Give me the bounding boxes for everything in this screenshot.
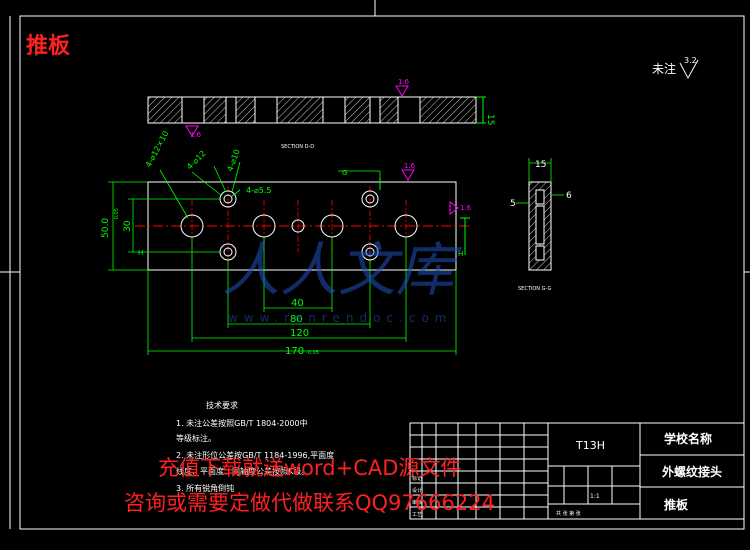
tb-sign-row: 标记 (412, 475, 422, 482)
drawing-border (0, 0, 750, 530)
roughness-top2-icon (185, 125, 199, 137)
tb-process-row: 工艺 (412, 512, 422, 518)
tb-part: 外螺纹接头 (662, 464, 722, 479)
surface-value-text: 3.2 (684, 56, 697, 65)
roughness-main-text: 1.6 (404, 162, 416, 170)
roughness-right-text: 1.6 (460, 204, 472, 212)
dim-len-80: 80 (290, 314, 303, 325)
dim-hole-d: 4-⌀5.5 (246, 186, 272, 195)
tb-check-row: 审核 (412, 499, 422, 506)
watermark: 人人文库 www.renrendoc.com (222, 236, 462, 325)
notes-line3: 2. 未注形位公差按GB/T 1184-1996,平面度 (176, 450, 334, 460)
top-view: 15 1.6 1.6 SECTION D-D (147, 78, 495, 150)
notes-line4: 线度、平面度、同轴度公差按照K级。 (176, 466, 309, 476)
dim-len-120: 120 (290, 328, 309, 339)
side-dim-top: 15 (535, 160, 546, 170)
title-block (409, 422, 745, 520)
dim-width-50: 50.0 (101, 218, 111, 238)
roughness-top2-text: 1.6 (190, 131, 202, 139)
tb-count: 共 张 第 张 (556, 510, 581, 517)
dim-len-40: 40 (291, 298, 304, 309)
notes-heading: 技术要求 (206, 400, 238, 410)
roughness-top-icon (395, 85, 409, 97)
notes-line5: 3. 所有锐角倒钝 (176, 483, 234, 493)
watermark-en: www.renrendoc.com (228, 311, 452, 325)
notes-line2: 等级标注。 (176, 433, 216, 443)
roughness-top-text: 1.6 (398, 78, 410, 86)
drawing-title-red: 推板 (26, 34, 71, 59)
title-block-text: T13H 学校名称 外螺纹接头 推板 设计 审核 工艺 标记 1:1 共 张 第… (412, 431, 722, 518)
dim-width-30: 30 (123, 220, 133, 232)
h-right-label: H (458, 250, 463, 258)
g-left-label: G (342, 169, 347, 177)
tb-design-row: 设计 (412, 487, 422, 494)
side-dim-left: 5 (510, 199, 516, 209)
promo-line-2: 咨询或需要定做代做联系QQ97666224 (124, 491, 495, 515)
side-dim-right: 6 (566, 191, 572, 201)
watermark-cn: 人人文库 (222, 236, 462, 304)
dim-tol-50: -0.05 (114, 208, 120, 221)
promo-line-1: 充值下载就送word+CAD源文件 (158, 456, 462, 480)
h-left-label: H (138, 249, 143, 257)
surface-note-text: 未注 (652, 61, 676, 76)
roughness-symbol-icon (679, 59, 699, 80)
technical-notes: 技术要求 1. 未注公差按照GB/T 1804-2000中 等级标注。 2. 未… (176, 400, 334, 493)
dim-len-170: 170 (285, 346, 304, 357)
notes-line1: 1. 未注公差按照GB/T 1804-2000中 (176, 418, 308, 428)
section-dd-label: SECTION D-D (281, 144, 314, 150)
tb-school: 学校名称 (664, 431, 712, 446)
main-view: 4-⌀12×10 4-⌀12 4-⌀10 4-⌀5.5 G H H 1.6 1.… (101, 130, 472, 357)
side-view: 15 5 6 SECTION G-G (510, 158, 572, 292)
tb-material: T13H (575, 439, 605, 452)
tb-drawing-name: 推板 (664, 497, 689, 512)
top-thickness-dim: 15 (485, 114, 495, 125)
roughness-main-icon (401, 169, 415, 181)
dim-tol-170: -0.05 (306, 350, 319, 356)
roughness-right-icon (449, 201, 459, 215)
surface-finish-note: 未注 3.2 (652, 56, 699, 80)
tb-scale: 1:1 (590, 493, 600, 500)
section-gg-label: SECTION G-G (518, 286, 551, 292)
